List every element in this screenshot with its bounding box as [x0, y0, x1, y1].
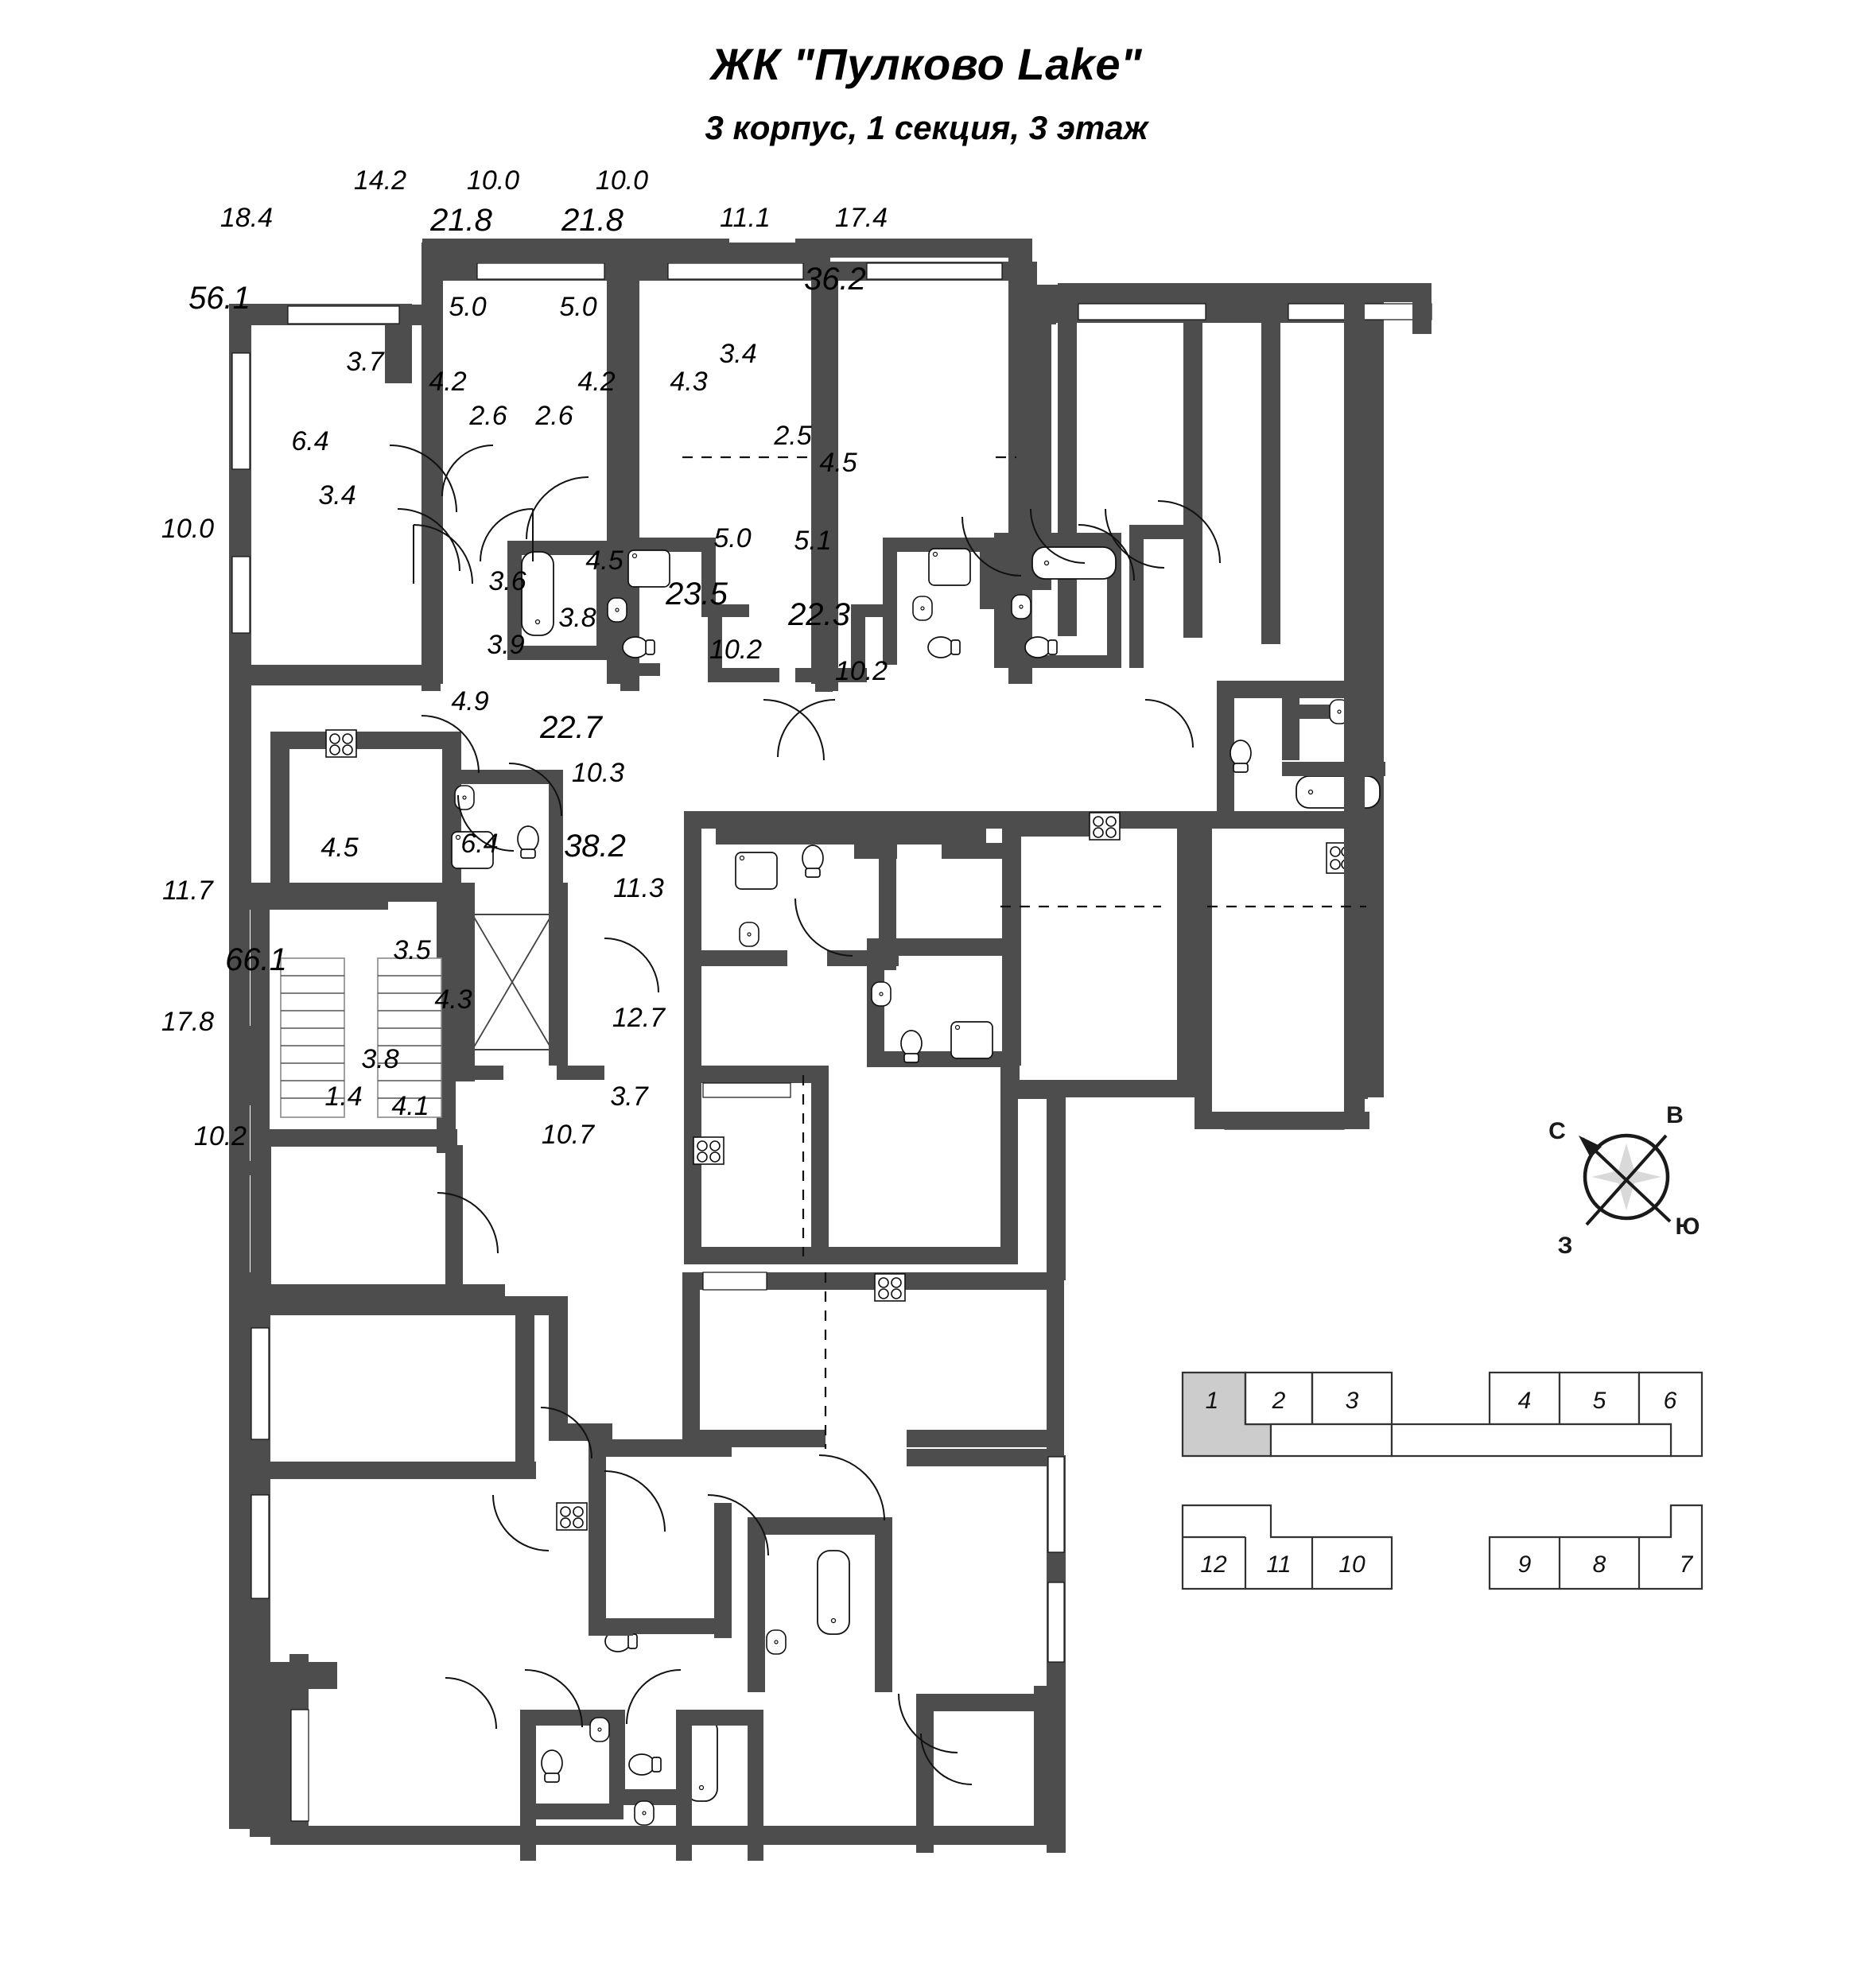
room-area-label: 11.3: [613, 873, 664, 903]
room-area-label: 36.2: [804, 262, 866, 297]
compass-east-label: В: [1666, 1102, 1684, 1128]
key-label-1: 1: [1206, 1388, 1219, 1414]
elevator-shaft: [472, 914, 553, 1050]
wall-detail-layer: [231, 243, 1432, 1861]
room-area-label: 5.0: [449, 292, 486, 322]
room-area-label: 3.5: [393, 935, 430, 965]
room-area-label: 3.7: [610, 1081, 648, 1112]
room-area-label: 3.8: [558, 603, 596, 633]
room-area-label: 6.4: [460, 829, 498, 859]
room-area-label: 1.4: [324, 1081, 362, 1112]
key-label-8: 8: [1593, 1551, 1606, 1578]
room-area-label: 21.8: [429, 203, 493, 238]
compass-rose: С В Ю З: [1548, 1102, 1700, 1259]
stair-flight-right: [377, 957, 442, 1118]
room-area-label: 4.3: [434, 984, 472, 1015]
page-title: ЖК "Пулково Lake": [710, 39, 1143, 89]
room-area-label: 4.2: [577, 367, 615, 397]
room-area-label: 2.5: [773, 421, 811, 451]
door-swings-layer: [389, 445, 1221, 1785]
room-area-label: 11.1: [720, 203, 771, 233]
room-area-label: 4.5: [320, 833, 358, 863]
key-section-5-shape: [1558, 1371, 1641, 1426]
room-area-label: 4.9: [451, 686, 488, 716]
building-key-diagram[interactable]: 1 2 3 4 5 6 12 11 10 9 8 7: [1181, 1371, 1703, 1590]
room-area-label: 5.0: [713, 523, 751, 553]
room-area-label: 12.7: [612, 1003, 666, 1033]
stair-flight-left: [280, 957, 345, 1118]
key-label-11: 11: [1266, 1551, 1291, 1578]
room-area-label: 3.9: [487, 630, 524, 660]
key-label-10: 10: [1338, 1551, 1365, 1578]
page-subtitle: 3 корпус, 1 секция, 3 этаж: [705, 109, 1148, 146]
area-labels-layer: 18.4 56.1 14.2 21.8 10.0 5.0 10.0 21.8 5.0 11.1 17…: [161, 165, 888, 1151]
room-area-label: 14.2: [354, 165, 406, 196]
room-area-label: 5.0: [559, 292, 596, 322]
room-area-label: 17.8: [161, 1007, 214, 1037]
room-area-label: 10.0: [467, 165, 519, 196]
key-label-5: 5: [1593, 1388, 1606, 1414]
room-area-label: 10.2: [194, 1121, 247, 1151]
room-area-label: 6.4: [291, 426, 328, 456]
room-area-label: 10.3: [572, 758, 624, 788]
room-area-label: 3.4: [318, 480, 355, 511]
room-area-label: 10.0: [161, 514, 214, 544]
title-block: ЖК "Пулково Lake" 3 корпус, 1 секция, 3 …: [0, 38, 1853, 147]
room-area-label: 10.2: [709, 635, 762, 665]
compass-north-label: С: [1548, 1118, 1566, 1144]
key-label-2: 2: [1272, 1388, 1286, 1414]
compass-south-label: Ю: [1676, 1213, 1700, 1240]
room-area-label: 10.2: [835, 656, 888, 686]
room-area-label: 11.7: [162, 876, 214, 906]
room-area-label: 4.2: [429, 367, 466, 397]
key-label-12: 12: [1200, 1551, 1227, 1578]
room-area-label: 22.3: [787, 597, 850, 632]
room-area-label: 2.6: [468, 401, 507, 431]
room-area-label: 5.1: [794, 526, 831, 556]
room-area-label: 38.2: [564, 829, 626, 864]
room-area-label: 18.4: [220, 203, 273, 233]
zone-dividers: [682, 456, 1366, 1449]
room-area-label: 3.6: [488, 566, 526, 596]
key-label-7: 7: [1680, 1551, 1694, 1578]
room-area-label: 66.1: [225, 942, 287, 977]
compass-west-label: З: [1558, 1233, 1573, 1259]
room-area-label: 3.4: [719, 339, 756, 369]
room-area-label: 56.1: [188, 281, 251, 316]
key-label-9: 9: [1518, 1551, 1532, 1578]
room-area-label: 17.4: [835, 203, 888, 233]
room-area-label: 4.3: [670, 367, 707, 397]
room-area-label: 4.1: [391, 1091, 429, 1121]
room-area-label: 4.5: [819, 448, 857, 478]
room-area-label: 4.5: [585, 546, 623, 576]
room-area-label: 10.0: [596, 165, 648, 196]
room-area-label: 2.6: [534, 401, 573, 431]
room-area-label: 3.8: [361, 1044, 398, 1074]
key-section-3-shape: [1311, 1371, 1393, 1426]
room-area-label: 22.7: [539, 710, 604, 745]
room-area-label: 10.7: [542, 1120, 595, 1150]
key-section-2-shape: [1244, 1371, 1314, 1426]
key-label-4: 4: [1518, 1388, 1532, 1414]
room-area-label: 21.8: [561, 203, 624, 238]
room-area-label: 23.5: [665, 577, 728, 612]
room-area-label: 3.7: [346, 347, 384, 377]
key-label-3: 3: [1346, 1388, 1359, 1414]
key-label-6: 6: [1664, 1388, 1677, 1414]
